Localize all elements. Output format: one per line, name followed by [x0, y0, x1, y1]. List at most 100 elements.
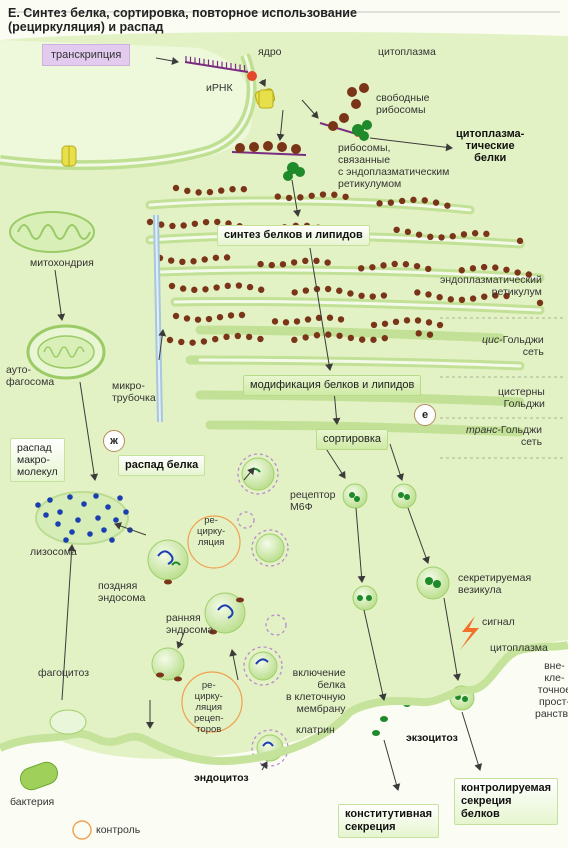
nucleus-area: [0, 40, 253, 170]
degraded-molecule: [63, 537, 69, 543]
ribosome: [315, 314, 323, 322]
ribosome: [268, 261, 275, 269]
ribosome: [184, 187, 191, 195]
ribosome: [290, 259, 298, 266]
degraded-molecule: [101, 527, 107, 533]
ribosome: [158, 221, 165, 228]
ribosome: [436, 321, 444, 329]
er-ribosomes-label: рибосомы, связанные с эндоплазматическим…: [338, 142, 450, 190]
ribosome: [202, 286, 209, 293]
ribosome: [347, 290, 354, 297]
ribosome: [238, 311, 246, 319]
degraded-molecule: [57, 509, 63, 515]
ribosome: [213, 284, 220, 291]
ribosome: [337, 316, 345, 323]
ribosome: [415, 231, 423, 238]
ribosome: [425, 319, 433, 326]
cytoplasm-label-top: цитоплазма: [378, 46, 436, 58]
free-ribosomes-label: свободные рибосомы: [376, 92, 430, 116]
mitochondrion: [9, 211, 95, 253]
ribosome: [218, 187, 225, 194]
ribosome: [516, 237, 524, 245]
ribosome: [471, 230, 479, 237]
ribosome: [297, 194, 304, 201]
ribosome: [449, 233, 456, 240]
degraded-molecule: [35, 502, 41, 508]
ribosome: [282, 319, 290, 326]
ribosome: [180, 222, 187, 229]
ribosome: [274, 193, 281, 200]
ribosome: [376, 200, 383, 207]
ribosome: [302, 287, 310, 294]
control-ring-legend: [72, 820, 92, 840]
cytoplasm-label-bottom: цитоплазма: [490, 642, 548, 654]
m6p-receptor-label: рецептор М6Ф: [290, 489, 336, 513]
ribosome: [444, 202, 451, 209]
ribosome: [212, 335, 219, 343]
synthesis-box: синтез белков и липидов: [217, 225, 370, 246]
flow-arrows: [54, 56, 483, 791]
translocon: [258, 89, 274, 109]
protein-breakdown-box: распад белка: [118, 455, 206, 476]
ribosome: [458, 296, 466, 304]
mrna-label: иРНК: [206, 82, 233, 94]
ribosome: [302, 257, 309, 265]
ribosome: [469, 295, 477, 302]
ribosome: [331, 191, 338, 198]
ribosome: [380, 292, 388, 299]
bacterium: [19, 761, 59, 791]
ribosome: [224, 282, 231, 290]
endocytosis-label: эндоцитоз: [194, 772, 249, 784]
secretory-vesicle-label: секретируемая везикула: [458, 572, 532, 596]
receptor-recycling-label: ре- цирку- ляция рецеп- торов: [194, 680, 224, 735]
ribosome: [426, 331, 434, 338]
ribosome: [410, 196, 417, 204]
ribosome: [336, 287, 343, 294]
cytoplasmic-proteins-label: цитоплазма- тические белки: [456, 128, 525, 164]
constitutive-secretion-box: конститутивная секреция: [338, 804, 439, 838]
trans-golgi-suffix: -Гольджи сеть: [497, 424, 543, 448]
ribosome: [227, 312, 235, 319]
ribosome: [347, 334, 355, 342]
late-endosome: [147, 539, 189, 581]
ribosome: [404, 228, 412, 236]
ribosome: [415, 330, 422, 337]
ribosome: [166, 336, 174, 344]
ribosome: [326, 314, 334, 321]
degraded-molecule: [117, 495, 123, 501]
transcription-label: транскрипция: [42, 44, 131, 66]
ribosome: [205, 315, 213, 323]
ribosome: [146, 218, 154, 226]
autophagosome-label: ауто- фагосома: [6, 364, 55, 388]
mrna-cap: [247, 71, 257, 81]
degraded-molecule: [47, 497, 53, 503]
ribosome: [370, 336, 377, 343]
ribosome: [212, 254, 220, 261]
ribosome: [358, 336, 366, 343]
er-ribosomes: [146, 184, 544, 346]
figure-title: Е. Синтез белка, сортировка, повторное и…: [8, 6, 357, 34]
ribosome: [480, 263, 488, 271]
ribosome: [168, 282, 176, 290]
phagosome: [49, 709, 87, 735]
ribosome: [381, 334, 388, 342]
ribosome: [421, 197, 428, 204]
golgi-cisterns-label: цистерны Гольджи: [498, 386, 545, 410]
cis-golgi-label: цис-Гольджи сеть: [482, 334, 544, 358]
recycling-label: ре- цирку- ляция: [197, 515, 226, 548]
ribosome: [293, 318, 301, 325]
ribosome: [358, 292, 365, 299]
ribosome: [392, 318, 400, 326]
ribosome: [427, 233, 434, 241]
free-ribosomes-cluster: [328, 83, 369, 131]
ribosome: [402, 261, 410, 268]
folded-protein: [283, 120, 372, 181]
membrane-incorporation-label: включение белка в клеточную мембрану: [286, 667, 346, 715]
ribosome: [381, 320, 389, 327]
zone-separators: [440, 317, 565, 459]
nucleus-label: ядро: [258, 46, 282, 58]
ribosome: [324, 259, 331, 266]
cis-golgi-suffix: -Гольджи сеть: [499, 334, 544, 358]
plasma-membrane: [0, 641, 568, 766]
trans-golgi-prefix: транс: [466, 424, 498, 436]
